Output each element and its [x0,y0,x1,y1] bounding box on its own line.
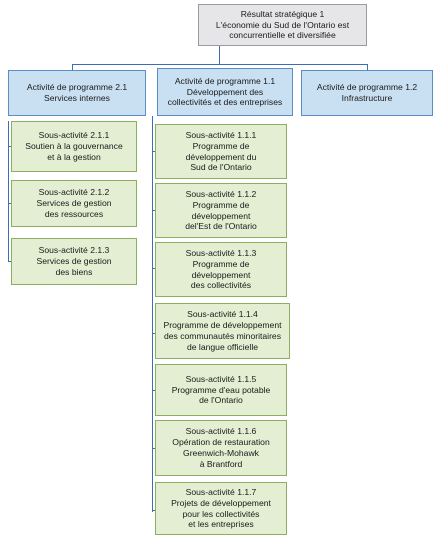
connector-program-1-2-drop [367,64,368,70]
sub-activity-1-1-7-box: Sous-activité 1.1.7 Projets de développe… [155,482,287,535]
sub-activity-2-1-2-box: Sous-activité 2.1.2 Services de gestion … [11,180,137,227]
connector-internal-branch-1 [8,146,11,147]
sub-activity-2-1-1-box: Sous-activité 2.1.1 Soutien à la gouvern… [11,121,137,172]
connector-development-branch-4 [152,333,155,334]
sub-activity-1-1-4-box: Sous-activité 1.1.4 Programme de dévelop… [155,303,290,359]
connector-program-2-1-drop [72,64,73,70]
connector-development-branch-2 [152,210,155,211]
connector-root-down [219,46,220,65]
program-1-2-box: Activité de programme 1.2 Infrastructure [301,70,433,116]
sub-activity-1-1-2-box: Sous-activité 1.1.2 Programme de dévelop… [155,183,287,238]
connector-development-branch-6 [152,448,155,449]
connector-development-branch-7 [152,510,155,511]
sub-activity-2-1-3-box: Sous-activité 2.1.3 Services de gestion … [11,238,137,285]
connector-internal-branch-3 [8,261,11,262]
sub-activity-1-1-5-box: Sous-activité 1.1.5 Programme d'eau pota… [155,364,287,416]
connector-development-branch-5 [152,390,155,391]
strategic-outcome-box: Résultat stratégique 1 L'économie du Sud… [198,4,367,46]
program-2-1-box: Activité de programme 2.1 Services inter… [8,70,146,116]
connector-internal-spine [8,121,9,261]
connector-development-spine [152,116,153,512]
connector-development-branch-3 [152,268,155,269]
sub-activity-1-1-1-box: Sous-activité 1.1.1 Programme de dévelop… [155,124,287,179]
connector-programs-bus [72,64,367,65]
program-1-1-box: Activité de programme 1.1 Développement … [157,68,293,116]
sub-activity-1-1-6-box: Sous-activité 1.1.6 Opération de restaur… [155,420,287,476]
sub-activity-1-1-3-box: Sous-activité 1.1.3 Programme de dévelop… [155,242,287,297]
connector-development-branch-1 [152,151,155,152]
connector-internal-branch-2 [8,203,11,204]
